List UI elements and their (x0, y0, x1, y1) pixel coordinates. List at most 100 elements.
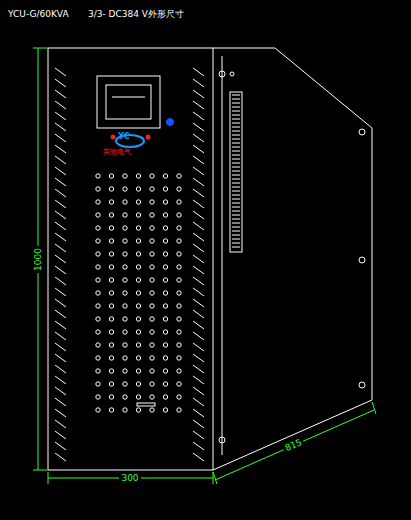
vent-stroke (232, 131, 240, 132)
vent-stroke (232, 119, 240, 120)
vent-hole (123, 382, 127, 386)
vent-hole (177, 343, 181, 347)
vent-stroke (55, 134, 66, 142)
logo (111, 135, 151, 148)
vent-stroke (55, 255, 66, 263)
vent-hole (150, 278, 154, 282)
vent-stroke (55, 398, 66, 406)
vent-stroke (193, 90, 204, 98)
vent-hole (96, 278, 100, 282)
vent-hole (109, 408, 113, 412)
vent-stroke (232, 107, 240, 108)
vent-hole (177, 304, 181, 308)
vent-stroke (55, 145, 66, 153)
vent-stroke (55, 442, 66, 450)
vent-hole (150, 343, 154, 347)
vent-stroke (193, 299, 204, 307)
side-panel (213, 48, 372, 470)
vent-hole (96, 369, 100, 373)
vent-hole (123, 330, 127, 334)
vent-hole (96, 291, 100, 295)
vent-hole (177, 187, 181, 191)
vent-hole (150, 317, 154, 321)
vent-stroke (55, 453, 66, 461)
vent-hole (96, 174, 100, 178)
side-vents (230, 92, 242, 252)
vent-hole (163, 265, 167, 269)
vent-stroke (193, 453, 204, 461)
vent-hole (136, 356, 140, 360)
vent-stroke (55, 321, 66, 329)
vent-hole (136, 187, 140, 191)
vent-hole (177, 330, 181, 334)
vent-hole (96, 408, 100, 412)
vent-hole (109, 395, 113, 399)
vent-stroke (232, 99, 240, 100)
vent-stroke (55, 387, 66, 395)
vent-hole (150, 395, 154, 399)
vent-hole (177, 252, 181, 256)
vent-stroke (193, 156, 204, 164)
vent-hole (96, 304, 100, 308)
dimension-label: 1000 (34, 246, 43, 273)
dimension-lines (33, 48, 376, 484)
vent-hole (109, 265, 113, 269)
vent-slots (55, 68, 204, 461)
vent-stroke (193, 442, 204, 450)
vent-hole (136, 213, 140, 217)
vent-stroke (232, 195, 240, 196)
screw-holes (219, 71, 365, 443)
vent-hole (109, 304, 113, 308)
vent-stroke (193, 167, 204, 175)
vent-hole (163, 213, 167, 217)
vent-stroke (55, 211, 66, 219)
vent-hole (136, 226, 140, 230)
vent-hole (123, 395, 127, 399)
vent-hole (177, 382, 181, 386)
vent-stroke (55, 200, 66, 208)
vent-hole (123, 356, 127, 360)
vent-hole (136, 265, 140, 269)
vent-stroke (232, 95, 240, 96)
vent-stroke (232, 231, 240, 232)
handle-slot (137, 403, 155, 406)
vent-hole (177, 226, 181, 230)
vent-hole (150, 187, 154, 191)
vent-stroke (55, 420, 66, 428)
vent-stroke (232, 215, 240, 216)
vent-hole (109, 200, 113, 204)
vent-stroke (193, 222, 204, 230)
vent-stroke (193, 266, 204, 274)
vent-stroke (55, 178, 66, 186)
vent-hole (150, 174, 154, 178)
vent-hole (96, 265, 100, 269)
logo-text: YC (118, 133, 129, 141)
vent-stroke (55, 189, 66, 197)
vent-stroke (55, 332, 66, 340)
vent-stroke (55, 167, 66, 175)
vent-hole (177, 317, 181, 321)
vent-stroke (55, 310, 66, 318)
vent-hole (150, 252, 154, 256)
vent-hole (163, 187, 167, 191)
vent-hole (177, 239, 181, 243)
dimension-label: 815 (282, 437, 305, 454)
vent-stroke (55, 233, 66, 241)
vent-hole (177, 200, 181, 204)
vent-stroke (193, 68, 204, 76)
vent-hole (177, 356, 181, 360)
dimension-label: 300 (119, 474, 140, 483)
vent-stroke (193, 376, 204, 384)
vent-hole (109, 239, 113, 243)
vent-stroke (232, 191, 240, 192)
vent-stroke (193, 134, 204, 142)
brand-text: 英驰电气 (103, 149, 131, 156)
vent-hole (96, 226, 100, 230)
vent-hole (136, 174, 140, 178)
vent-hole (177, 395, 181, 399)
vent-stroke (232, 167, 240, 168)
vent-stroke (193, 431, 204, 439)
vent-hole (109, 187, 113, 191)
